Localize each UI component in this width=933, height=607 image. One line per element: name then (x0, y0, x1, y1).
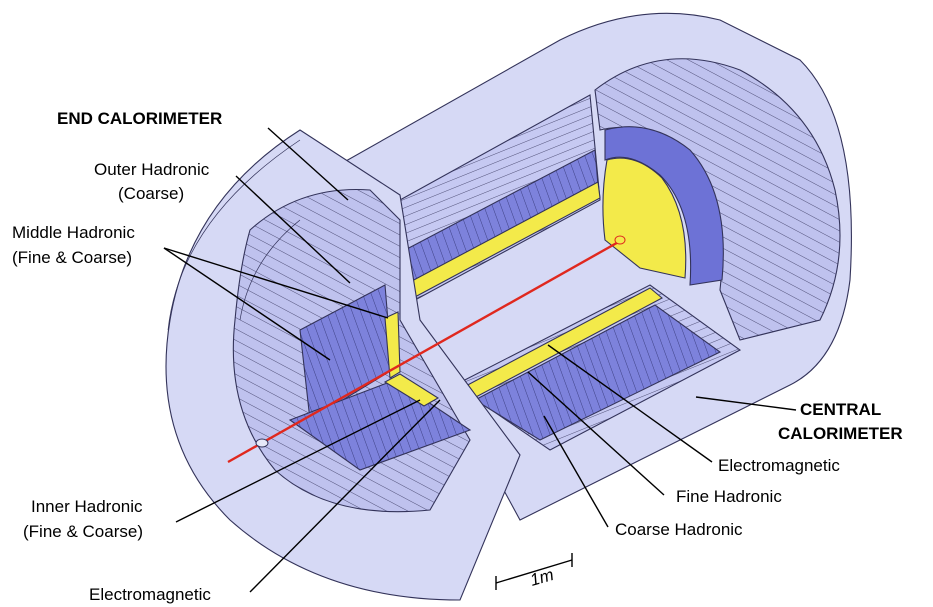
label-outer-hadronic-coarse: (Coarse) (118, 184, 184, 203)
end-electromagnetic (384, 311, 401, 379)
label-scale-1m: 1m (528, 565, 556, 590)
end-calorimeter-body (165, 129, 521, 601)
label-central-calorimeter: CALORIMETER (778, 424, 903, 443)
central-lower-module-dark (473, 304, 722, 441)
central-end-face-em (602, 157, 687, 279)
beam-exit-marker (614, 235, 626, 245)
label-central: CENTRAL (800, 400, 881, 419)
beam-entry-marker (255, 438, 269, 448)
label-middle-hadronic-fine-coarse: (Fine & Coarse) (12, 248, 132, 267)
end-electromagnetic-lower (383, 373, 440, 407)
label-outer-hadronic: Outer Hadronic (94, 160, 210, 179)
scale-bar (495, 553, 573, 590)
beam-pipe-line (227, 238, 623, 464)
label-middle-hadronic: Middle Hadronic (12, 223, 135, 242)
label-end-electromagnetic: Electromagnetic (89, 585, 211, 604)
label-fine-hadronic: Fine Hadronic (676, 487, 782, 506)
label-inner-hadronic-fine-coarse: (Fine & Coarse) (23, 522, 143, 541)
label-central-electromagnetic: Electromagnetic (718, 456, 840, 475)
label-inner-hadronic: Inner Hadronic (31, 497, 143, 516)
label-end-calorimeter: END CALORIMETER (57, 109, 222, 128)
label-coarse-hadronic: Coarse Hadronic (615, 520, 743, 539)
leader-lines (163, 127, 797, 593)
